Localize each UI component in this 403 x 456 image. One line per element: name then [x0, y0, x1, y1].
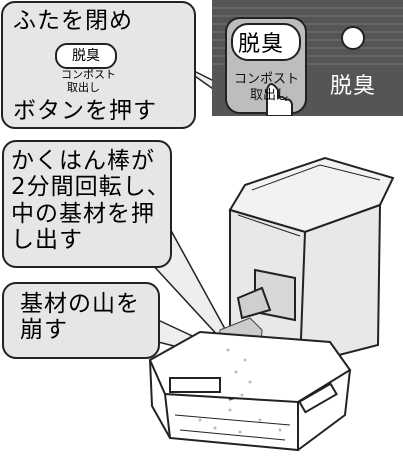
callout2-line: 2分間回転し、: [11, 174, 171, 201]
control-panel-closeup: 脱臭 コンポスト 取出し 脱臭: [212, 0, 403, 116]
callout2-line: 中の基材を押: [11, 200, 155, 227]
panel-compost-label-line1: コンポスト: [234, 72, 300, 87]
finger-pressing-icon: [266, 83, 293, 116]
callout-level-pile: 基材の山を 崩す: [2, 282, 160, 359]
callout-stirring-rod: かくはん棒が 2分間回転し、 中の基材を押 し出す: [2, 140, 172, 268]
callout2-line: し出す: [11, 227, 83, 254]
callout1-small-line1: コンポスト: [61, 68, 116, 81]
base-material-pile: [198, 348, 282, 434]
callout1-line1: ふたを閉め: [13, 8, 133, 34]
callout1-button-pill: 脱臭: [55, 43, 117, 69]
basket: [148, 330, 352, 452]
panel-right-deodorize-label: 脱臭: [330, 74, 377, 99]
callout3-line: 崩す: [20, 317, 68, 344]
panel-background: [212, 0, 403, 116]
callout1-line2: ボタンを押す: [13, 98, 157, 124]
panel-compost-label-line2: 取出し: [250, 88, 290, 103]
callout-press-button: ふたを閉め 脱臭 コンポスト 取出し ボタンを押す: [1, 1, 196, 129]
indicator-lamp-icon: [341, 26, 365, 50]
callout3-line: 基材の山を: [20, 291, 140, 317]
deodorize-button[interactable]: [231, 23, 301, 61]
callout2-line: かくはん棒が: [11, 148, 155, 174]
panel-deodorize-label: 脱臭: [238, 32, 285, 57]
callout1-small-line2: 取出し: [67, 81, 100, 94]
